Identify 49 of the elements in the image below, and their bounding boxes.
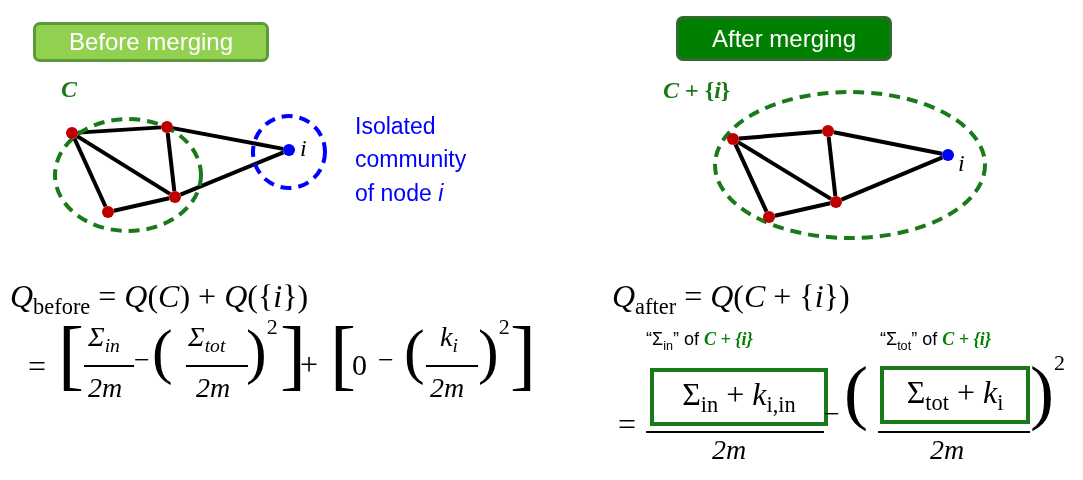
math-symbol: = — [28, 350, 47, 382]
heading-badge: After merging — [676, 16, 892, 61]
vertex-dot — [169, 191, 181, 203]
math-text: 2m — [712, 436, 747, 464]
vertex-dot — [830, 196, 842, 208]
graph-edge — [840, 155, 944, 202]
equation-text: Q$_{after}$ = Q(C + {i}) — [612, 280, 850, 319]
vertex-dot — [822, 125, 834, 137]
community-label: C + {i} — [663, 78, 731, 102]
graph-edge — [738, 129, 823, 141]
graph-edge — [737, 140, 832, 201]
annotation-text: Isolated community of node i — [355, 112, 468, 208]
math-symbol: − — [378, 346, 394, 374]
graph-edge — [733, 143, 769, 213]
vertex-dot — [763, 211, 775, 223]
graph-edge — [113, 196, 170, 213]
math-text: 2m — [430, 374, 465, 402]
graph-edge — [76, 134, 171, 196]
graph-edge — [179, 150, 285, 197]
math-text: 2m — [88, 374, 123, 402]
community-label: C — [61, 77, 77, 101]
graph-edge — [774, 201, 831, 218]
vertex-dot — [161, 121, 173, 133]
math-symbol: ] — [510, 316, 536, 394]
vertex-dot — [66, 127, 78, 139]
graph-edge — [72, 137, 108, 208]
vertex-label: i — [958, 151, 965, 175]
math-text: 2m — [196, 374, 231, 402]
graph-edge — [172, 126, 284, 151]
math-symbol: 0 — [352, 350, 367, 380]
math-text: Σ$_{tot}$ — [188, 323, 226, 356]
math-symbol: = — [618, 408, 637, 440]
math-text: k$_{i}$ — [440, 323, 458, 356]
equation-text: Q$_{before}$ = Q(C) + Q({i}) — [10, 280, 309, 319]
highlight-box: Σ$_{tot}$ + k$_{i}$ — [880, 366, 1030, 424]
math-symbol: − — [134, 346, 150, 374]
vertex-dot — [727, 133, 739, 145]
annotation-text: “Σ$_{tot}$” of C + {i} — [880, 330, 991, 353]
graph-edge — [165, 132, 177, 192]
heading-badge: Before merging — [33, 22, 269, 62]
graph-edge — [833, 130, 943, 156]
math-symbol: + — [300, 348, 319, 380]
math-text: Σ$_{in}$ — [88, 323, 120, 356]
math-text: 2m — [930, 436, 965, 464]
annotation-text: “Σ$_{in}$” of C + {i} — [646, 330, 753, 353]
math-symbol: [ — [58, 316, 84, 394]
vertex-label: i — [300, 136, 307, 160]
graph-edge — [826, 136, 838, 197]
vertex-dot — [102, 206, 114, 218]
